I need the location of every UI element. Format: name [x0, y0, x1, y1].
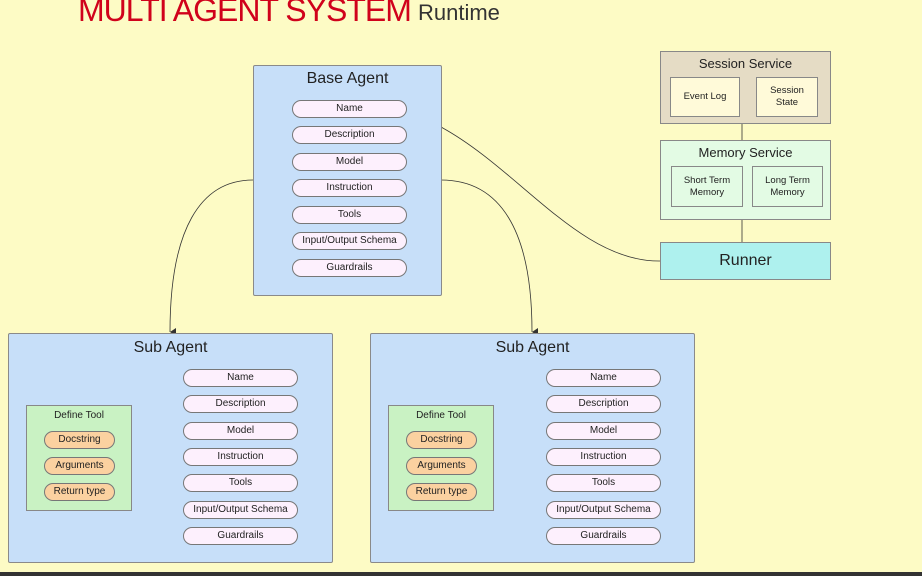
diagram-title: MULTI AGENT SYSTEM — [78, 0, 412, 28]
base-agent-field-guardrails: Guardrails — [292, 259, 407, 277]
sub-agent-left-field-name: Name — [183, 369, 298, 387]
sub-agent-right-field-io-schema: Input/Output Schema — [546, 501, 661, 519]
sub-agent-left-field-tools: Tools — [183, 474, 298, 492]
sub-agent-right-field-name: Name — [546, 369, 661, 387]
sub-agent-right-field-guardrails: Guardrails — [546, 527, 661, 545]
base-agent-title: Base Agent — [306, 70, 389, 87]
define-tool-left-return-type: Return type — [44, 483, 115, 501]
sub-agent-left-box: Sub Agent Define Tool Docstring Argument… — [8, 333, 333, 563]
base-agent-field-instruction: Instruction — [292, 179, 407, 197]
sub-agent-right-field-tools: Tools — [546, 474, 661, 492]
runner-box: Runner — [660, 242, 831, 280]
base-agent-field-tools: Tools — [292, 206, 407, 224]
sub-agent-left-field-instruction: Instruction — [183, 448, 298, 466]
bottom-border — [0, 572, 922, 576]
base-agent-field-model: Model — [292, 153, 407, 171]
memory-service-title: Memory Service — [698, 145, 793, 160]
sub-agent-left-field-guardrails: Guardrails — [183, 527, 298, 545]
connector-base-to-runner — [440, 126, 661, 262]
sub-agent-left-field-model: Model — [183, 422, 298, 440]
sub-agent-right-field-model: Model — [546, 422, 661, 440]
sub-agent-left-title: Sub Agent — [133, 339, 208, 356]
connector-base-to-sub-left — [169, 179, 254, 337]
session-service-box: Session Service Event Log Session State — [660, 51, 831, 124]
short-term-memory-box: Short Term Memory — [671, 166, 743, 207]
define-tool-left-box: Define Tool Docstring Arguments Return t… — [26, 405, 132, 511]
define-tool-left-title: Define Tool — [54, 410, 104, 421]
base-agent-field-io-schema: Input/Output Schema — [292, 232, 407, 250]
sub-agent-right-field-instruction: Instruction — [546, 448, 661, 466]
event-log-box: Event Log — [670, 77, 740, 117]
sub-agent-left-field-description: Description — [183, 395, 298, 413]
sub-agent-right-title: Sub Agent — [495, 339, 570, 356]
diagram-subtitle: Runtime — [418, 0, 500, 25]
memory-service-box: Memory Service Short Term Memory Long Te… — [660, 140, 831, 220]
sub-agent-left-field-io-schema: Input/Output Schema — [183, 501, 298, 519]
sub-agent-right-field-description: Description — [546, 395, 661, 413]
connector-base-to-sub-right — [440, 179, 539, 336]
long-term-memory-box: Long Term Memory — [752, 166, 823, 207]
sub-agent-right-box: Sub Agent Define Tool Docstring Argument… — [370, 333, 695, 563]
define-tool-right-title: Define Tool — [416, 410, 466, 421]
define-tool-right-docstring: Docstring — [406, 431, 477, 449]
define-tool-left-arguments: Arguments — [44, 457, 115, 475]
define-tool-left-docstring: Docstring — [44, 431, 115, 449]
base-agent-box: Base Agent Name Description Model Instru… — [253, 65, 442, 296]
define-tool-right-box: Define Tool Docstring Arguments Return t… — [388, 405, 494, 511]
session-state-box: Session State — [756, 77, 818, 117]
base-agent-field-description: Description — [292, 126, 407, 144]
session-service-title: Session Service — [698, 56, 793, 71]
base-agent-field-name: Name — [292, 100, 407, 118]
define-tool-right-return-type: Return type — [406, 483, 477, 501]
define-tool-right-arguments: Arguments — [406, 457, 477, 475]
